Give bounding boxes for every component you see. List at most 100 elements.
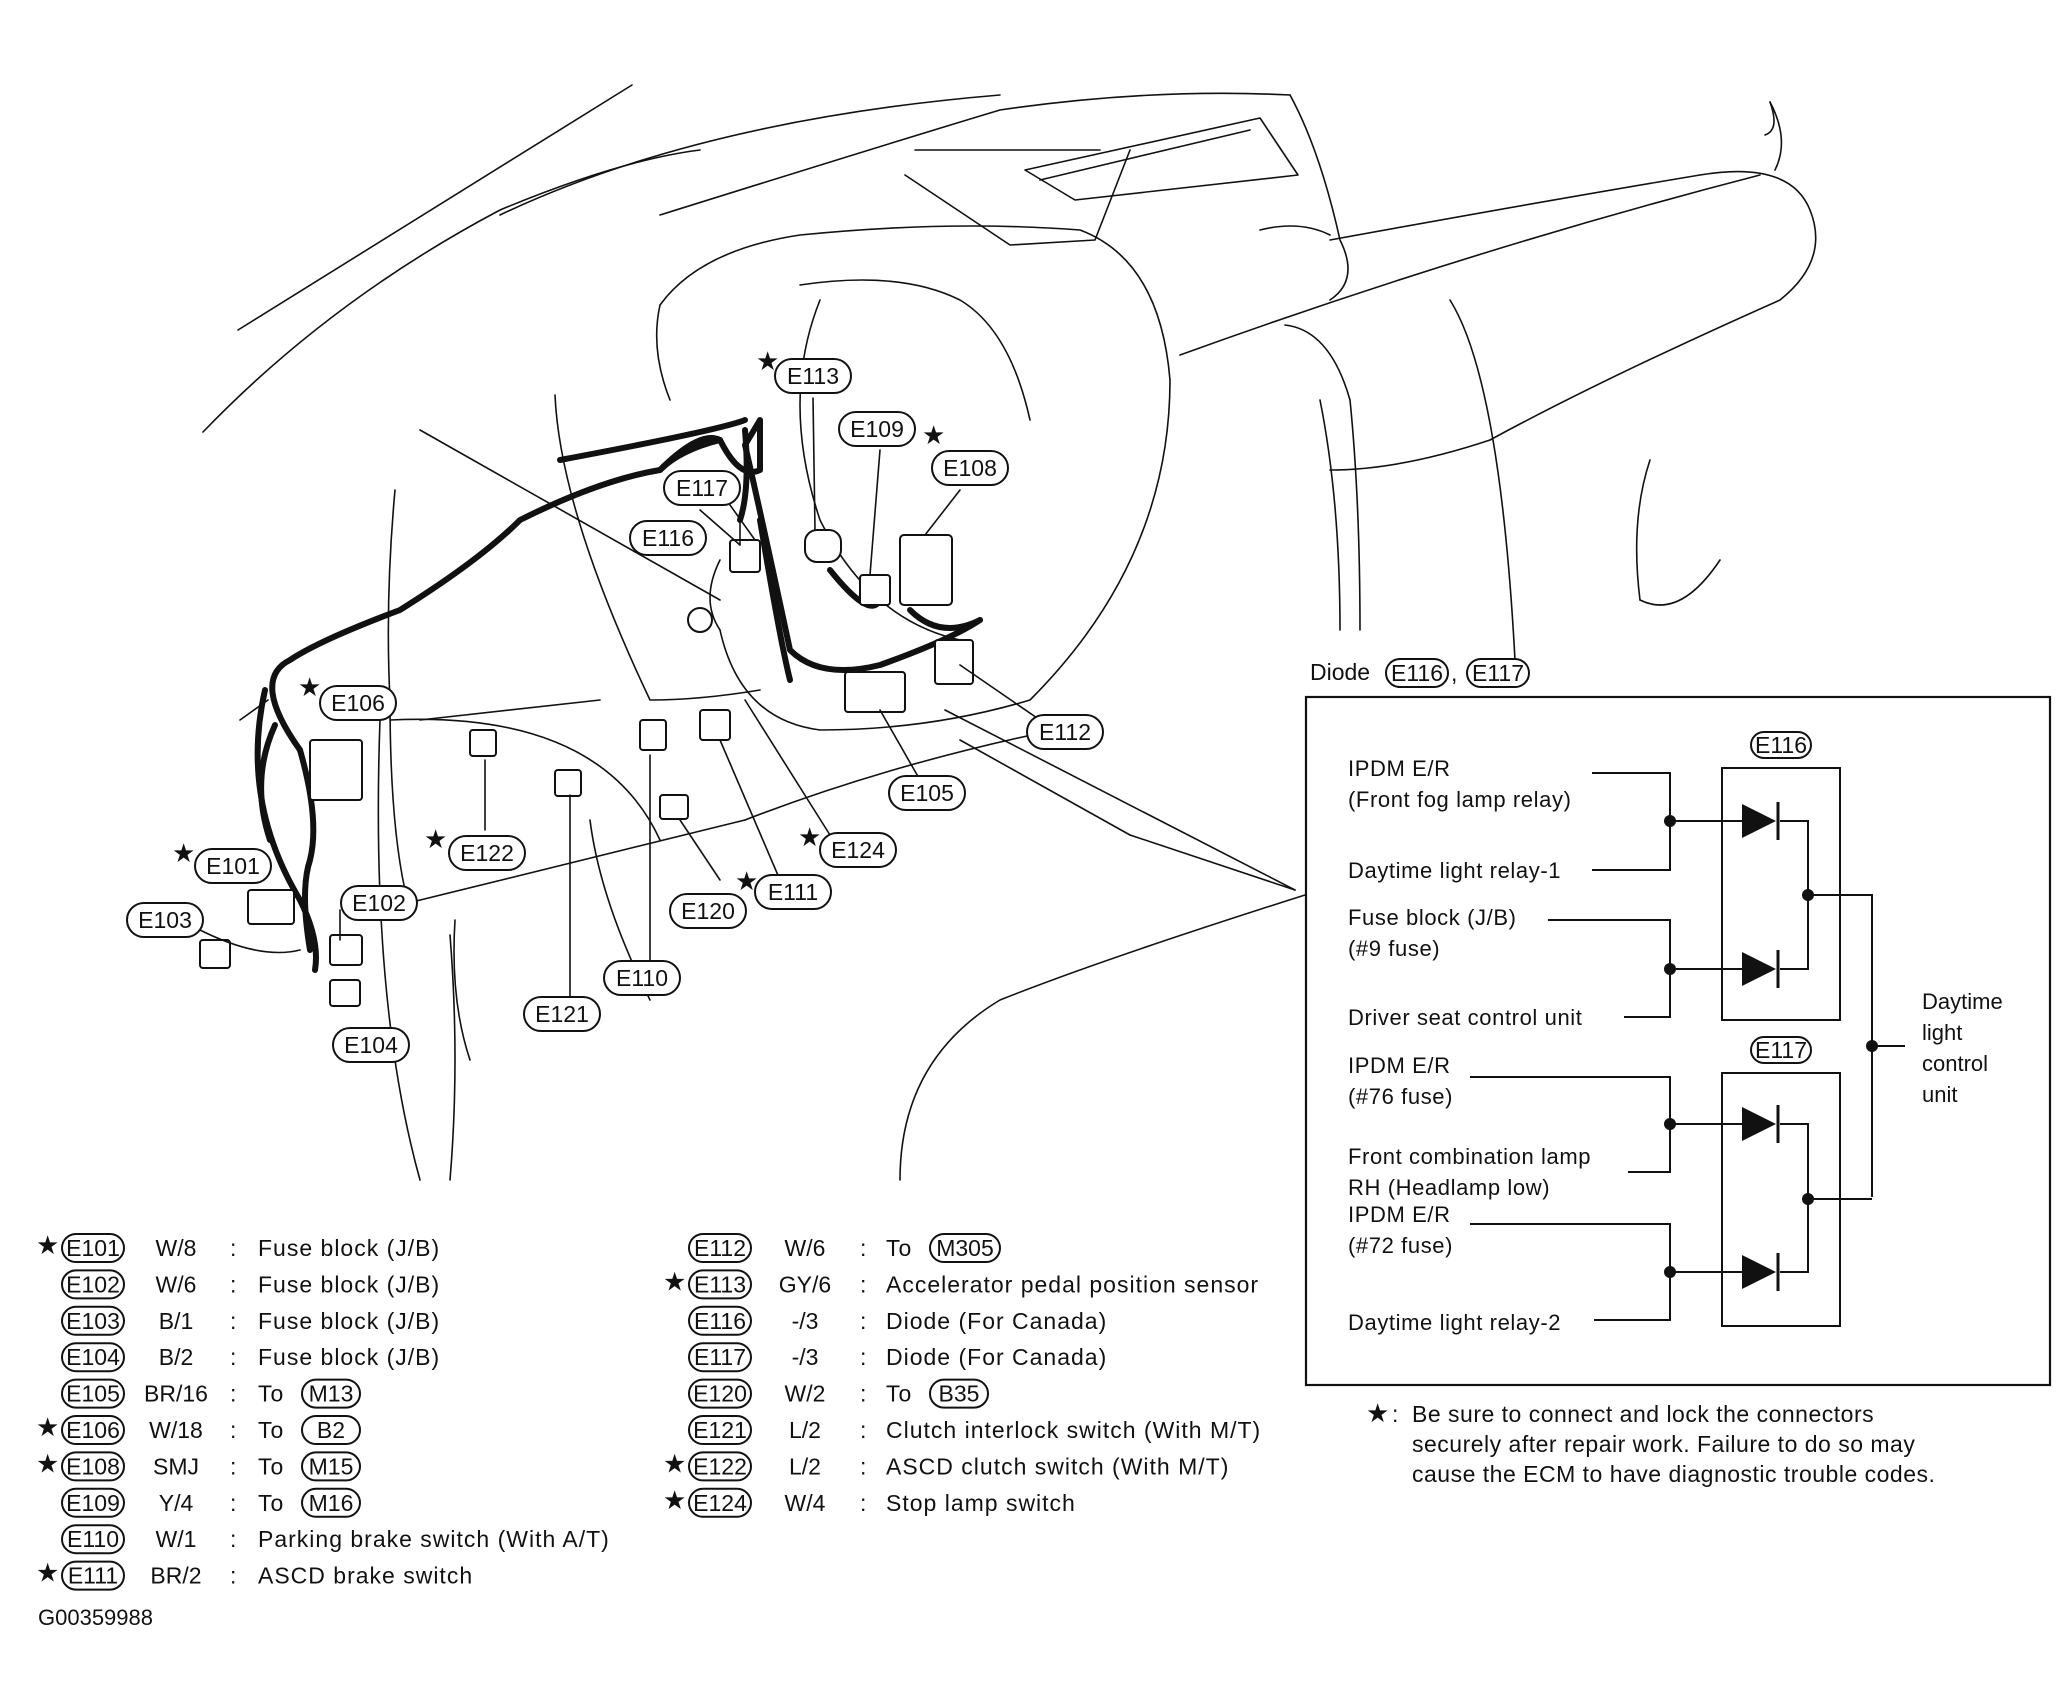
- legend-desc: To: [886, 1235, 912, 1261]
- callout-e124-text: E124: [831, 837, 885, 863]
- legend-ref-m305-outline: [929, 1233, 1001, 1263]
- legend-ref-m13-text: M13: [309, 1381, 354, 1407]
- legend-id-e117-text: E117: [694, 1344, 746, 1370]
- legend-desc: To: [258, 1490, 284, 1516]
- callout-e101-outline: [194, 848, 272, 884]
- diode-input-line: IPDM E/R: [1348, 756, 1451, 781]
- legend-spec: GY/6: [779, 1271, 831, 1297]
- legend-id-e103-outline: [61, 1305, 125, 1336]
- legend-colon: :: [230, 1526, 236, 1552]
- callout-e103-outline: [126, 902, 204, 938]
- diode-title-ref-e117-outline: [1466, 658, 1530, 688]
- legend-id-e109: E109: [61, 1487, 125, 1518]
- callout-star-e122: ★: [424, 824, 447, 854]
- legend-spec: Y/4: [159, 1490, 194, 1516]
- legend-id-e101-outline: [61, 1233, 125, 1263]
- diode-input-2: Daytime light relay-1: [1348, 858, 1561, 883]
- callout-e108: E108: [931, 450, 1009, 486]
- callout-e105-text: E105: [900, 780, 954, 806]
- legend-colon: :: [230, 1563, 236, 1589]
- legend-id-e124: E124: [688, 1487, 752, 1518]
- repair-note: ★: Be sure to connect and lock the conne…: [1366, 1398, 1935, 1487]
- dashboard-outline: [202, 84, 1817, 1181]
- callout-e106-text: E106: [331, 690, 385, 716]
- legend-colon: :: [230, 1308, 236, 1334]
- legend-colon: :: [860, 1344, 866, 1370]
- legend-spec: W/6: [156, 1271, 197, 1297]
- legend-desc: To: [258, 1417, 284, 1443]
- legend-spec: W/4: [785, 1490, 826, 1516]
- legend-id-e106-text: E106: [66, 1417, 120, 1443]
- callout-e108-text: E108: [943, 455, 997, 481]
- legend-desc: Clutch interlock switch (With M/T): [886, 1417, 1261, 1443]
- legend-id-e108-outline: [61, 1451, 125, 1482]
- connector-callouts: E101★E102E103E104E105E106★E108★E109E110E…: [126, 346, 1104, 1063]
- callout-e117-outline: [663, 470, 741, 506]
- legend-id-e110-outline: [61, 1524, 125, 1555]
- legend-id-e117-outline: [688, 1342, 752, 1373]
- diode-output-line: unit: [1922, 1082, 1957, 1107]
- legend-row-e116: E116-/3:Diode (For Canada): [688, 1305, 1106, 1336]
- callout-e104-outline: [332, 1027, 410, 1063]
- diode-input-line: Daytime light relay-2: [1348, 1310, 1561, 1335]
- legend-id-e111-outline: [61, 1560, 125, 1591]
- note-line: securely after repair work. Failure to d…: [1412, 1431, 1915, 1457]
- legend-colon: :: [860, 1271, 866, 1297]
- callout-e106: E106: [319, 685, 397, 721]
- diode-title-sep: ,: [1451, 660, 1457, 686]
- legend-ref-b2: B2: [301, 1415, 361, 1445]
- callout-e116: E116: [629, 520, 707, 556]
- diode-title-ref-e116: E116: [1385, 658, 1449, 688]
- note-colon: :: [1392, 1401, 1398, 1427]
- legend-spec: W/1: [156, 1526, 197, 1552]
- legend-id-e121: E121: [688, 1415, 752, 1445]
- legend-id-e113-text: E113: [694, 1271, 746, 1297]
- callout-e101: E101: [194, 848, 272, 884]
- legend-desc: To: [886, 1381, 912, 1407]
- legend-colon: :: [230, 1235, 236, 1261]
- callout-e102: E102: [340, 885, 418, 921]
- callout-e124: E124: [819, 832, 897, 868]
- legend-id-e110: E110: [61, 1524, 125, 1555]
- callout-e121: E121: [523, 996, 601, 1032]
- legend-colon: :: [230, 1381, 236, 1407]
- callout-e112: E112: [1026, 714, 1104, 750]
- callout-e124-outline: [819, 832, 897, 868]
- legend-id-e124-text: E124: [693, 1490, 747, 1516]
- callout-e105: E105: [888, 775, 966, 811]
- legend-id-e120-text: E120: [693, 1381, 747, 1407]
- callout-e116-outline: [629, 520, 707, 556]
- callout-e109-outline: [838, 411, 916, 447]
- legend-ref-b35-outline: [929, 1378, 989, 1409]
- diode-tag-lower-outline: [1750, 1036, 1812, 1064]
- callout-e122-text: E122: [460, 840, 514, 866]
- legend-desc: Fuse block (J/B): [258, 1344, 440, 1370]
- legend-desc: Diode (For Canada): [886, 1344, 1107, 1370]
- diode-tag-lower-text: E117: [1755, 1037, 1807, 1063]
- diode-title-ref-e117-text: E117: [1472, 660, 1524, 686]
- legend-spec: B/1: [159, 1308, 194, 1334]
- legend-id-e116-text: E116: [694, 1308, 746, 1334]
- diode-input-line: RH (Headlamp low): [1348, 1175, 1550, 1200]
- callout-leaders: [199, 397, 1041, 1001]
- legend-desc: Accelerator pedal position sensor: [886, 1271, 1259, 1297]
- legend-ref-m15-text: M15: [309, 1453, 354, 1479]
- callout-e105-outline: [888, 775, 966, 811]
- legend-id-e117: E117: [688, 1342, 752, 1373]
- legend-id-e102: E102: [61, 1269, 125, 1300]
- legend-spec: L/2: [789, 1417, 821, 1443]
- diode-output-line: light: [1922, 1020, 1962, 1045]
- legend-spec: L/2: [789, 1453, 821, 1479]
- legend-id-e105: E105: [61, 1378, 125, 1409]
- diode-input-8: Daytime light relay-2: [1348, 1310, 1561, 1335]
